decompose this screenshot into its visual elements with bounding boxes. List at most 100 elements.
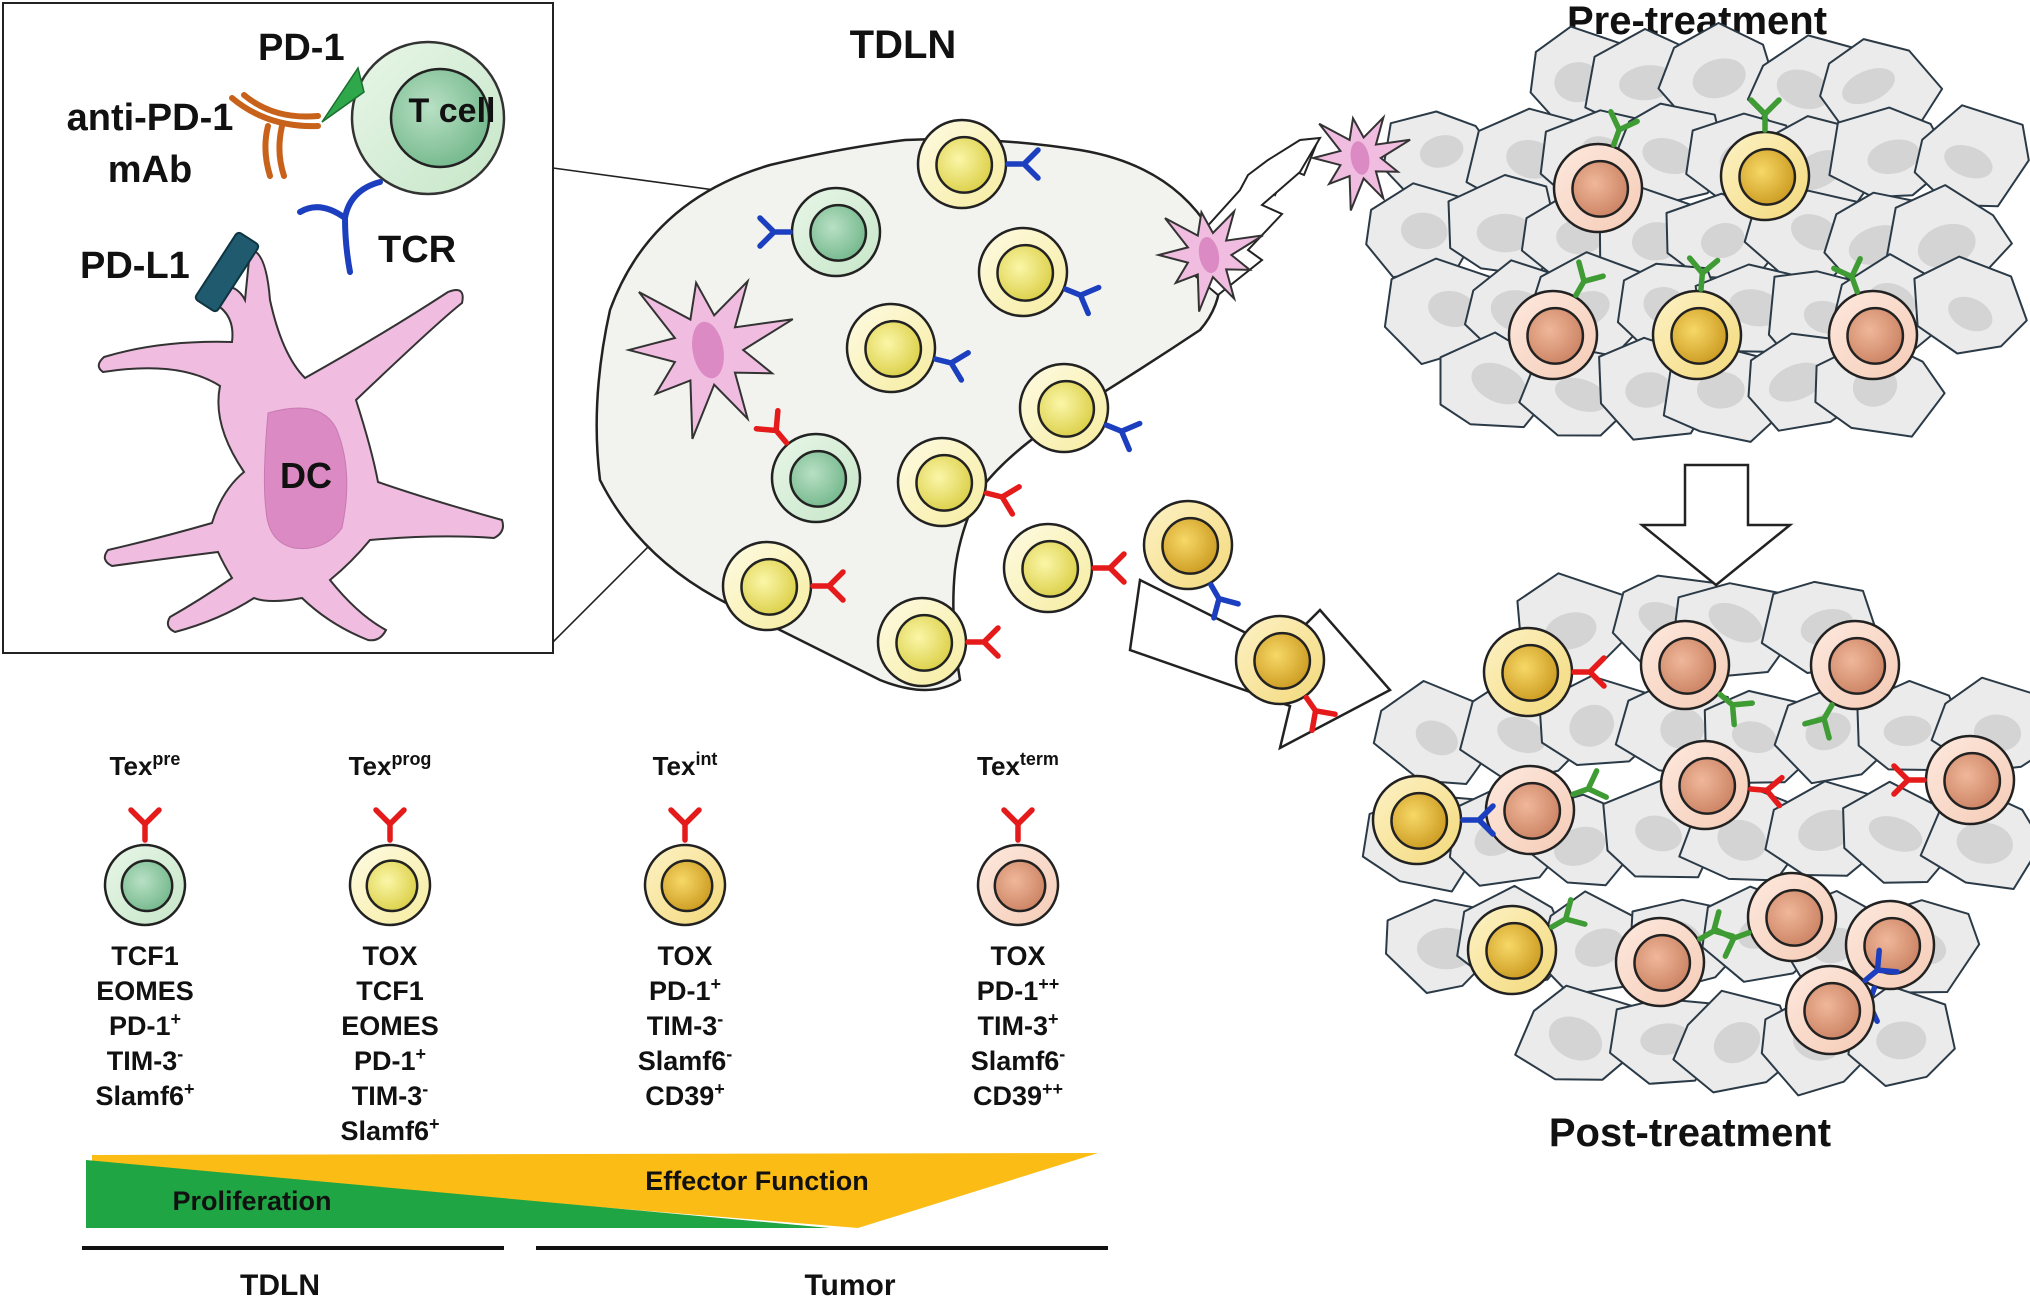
tumor-cell-nucleus	[1419, 135, 1464, 168]
t-cell-label: T cell	[409, 92, 496, 130]
tumor-cell-nucleus	[1555, 377, 1608, 412]
tumor-cell-nucleus	[1842, 68, 1895, 105]
tumor-cell-nucleus	[1471, 362, 1527, 405]
tcr-receptor	[297, 179, 383, 275]
pd1-receptor	[321, 66, 365, 123]
subset-marker: CD39+	[645, 1079, 725, 1111]
tcr-receptor-icon	[1460, 803, 1496, 837]
tumor-cell-nucleus	[1713, 1022, 1761, 1064]
post-treatment-t-cell	[1614, 916, 1706, 1008]
tumor-cell-nucleus	[1868, 816, 1923, 852]
post-treatment-t-cell	[1482, 626, 1574, 718]
tdln-t-cell	[896, 436, 988, 528]
pre-treatment-t-cell	[1507, 289, 1599, 381]
pd1-receptor-icon	[1748, 774, 1785, 809]
tumor-cell-nucleus	[1696, 371, 1745, 409]
pre-treatment-t-cell	[1719, 130, 1811, 222]
pd1-receptor-icon	[753, 408, 790, 446]
tdln-location-label: TDLN	[240, 1269, 320, 1300]
tumor-cell-nucleus	[1401, 212, 1448, 250]
subset-title: Texint	[653, 749, 718, 781]
tumor-cell-nucleus	[1428, 290, 1477, 328]
tdln-t-cell	[721, 540, 813, 632]
subset-marker: PD-1+	[109, 1009, 181, 1041]
subset-cell-icon	[976, 843, 1060, 927]
lymph-node-dendritic-cell	[624, 277, 794, 440]
green-receptor-icon	[1697, 909, 1736, 942]
pd1-receptor-icon	[1091, 551, 1127, 585]
post-treatment-t-cell	[1484, 764, 1576, 856]
proliferation-bar	[86, 1160, 830, 1228]
subset-marker: Slamf6+	[95, 1079, 194, 1111]
pd1-receptor-icon	[1303, 694, 1338, 734]
pre-treatment-t-cell	[1651, 289, 1743, 381]
pd1-label: PD-1	[258, 27, 345, 69]
tumor-cell-nucleus	[1642, 137, 1694, 175]
subset-cell-icon	[348, 843, 432, 927]
tumor-cell-nucleus	[1867, 139, 1920, 175]
pd1-receptor-icon	[1571, 655, 1607, 689]
subset-marker: TCF1	[356, 976, 424, 1006]
tdln-t-cell	[790, 186, 882, 278]
tcr-receptor-icon	[757, 215, 793, 249]
tumor-cell-nucleus	[1798, 809, 1856, 852]
subset-marker: TCF1	[111, 941, 179, 971]
subset-marker: TOX	[362, 941, 417, 971]
tumor-cell-nucleus	[1625, 372, 1672, 408]
proliferation-label: Proliferation	[172, 1186, 331, 1216]
tdln-t-cell	[977, 226, 1069, 318]
subset-legend: TexpreTCF1EOMESPD-1+TIM-3-Slamf6+Texprog…	[95, 749, 1065, 1146]
tumor-cell-nucleus	[1717, 819, 1767, 861]
green-receptor-icon	[1570, 768, 1609, 800]
pd1-receptor-icon	[983, 484, 1022, 517]
pd1-receptor-icon	[1891, 763, 1927, 797]
tcr-receptor-icon	[1103, 420, 1143, 453]
post-treatment-title: Post-treatment	[1549, 1111, 1831, 1155]
tumor-cell-nucleus	[1768, 362, 1825, 402]
tdln-t-cell	[1002, 522, 1094, 614]
subset-title: Texpre	[110, 749, 181, 781]
post-treatment-t-cell	[1784, 964, 1876, 1056]
inset-t-cell-nucleus	[389, 67, 491, 169]
green-receptor-icon	[1608, 109, 1640, 148]
tumor-cell-nucleus	[1944, 145, 1993, 179]
subset-marker: PD-1+	[649, 974, 721, 1006]
green-receptor-icon	[1549, 897, 1588, 930]
subset-marker: TIM-3-	[352, 1079, 429, 1111]
subset-marker: PD-1+	[354, 1044, 426, 1076]
anti-pd1-label-line2: mAb	[108, 149, 192, 191]
post-treatment-t-cell	[1639, 619, 1731, 711]
tumor-cell-nucleus	[1692, 58, 1746, 99]
pd1-receptor-icon	[128, 807, 162, 843]
tumor-cell-nucleus	[1569, 704, 1615, 747]
tumor-cell-nucleus	[1548, 1016, 1603, 1061]
post-treatment-t-cell	[1844, 899, 1936, 991]
migrating-t-cell	[1142, 499, 1234, 591]
subset-marker: TOX	[657, 941, 712, 971]
pd1-receptor-icon	[373, 807, 407, 843]
pd1-receptor-icon	[965, 625, 1001, 659]
tumor-cell-nucleus	[1476, 213, 1534, 253]
subset-marker: EOMES	[96, 976, 194, 1006]
dc-nucleus	[263, 407, 348, 550]
green-receptor-icon	[1748, 97, 1782, 133]
effector-function-label: Effector Function	[645, 1166, 869, 1196]
green-receptor-icon	[1573, 259, 1606, 298]
inset-panel: DC PD-L1 T cell PD-1 anti-PD-1 mAb TCR	[2, 2, 819, 654]
tumor-cell-nucleus	[1660, 708, 1705, 749]
anti-pd1-label-line1: anti-PD-1	[67, 97, 234, 139]
tcr-receptor-icon	[1208, 582, 1241, 621]
effector-function-bar	[92, 1153, 1098, 1228]
tumor-cell-nucleus	[1728, 289, 1782, 327]
location-axis: TDLN Tumor	[82, 1246, 1108, 1300]
pd1-receptor-icon	[1001, 807, 1035, 843]
subset-marker: EOMES	[341, 1011, 439, 1041]
tdln-title: TDLN	[850, 23, 957, 67]
tumor-cell-nucleus	[1708, 602, 1763, 643]
subset-cell-icon	[103, 843, 187, 927]
tdln-t-cell	[916, 118, 1008, 210]
subset-marker: PD-1++	[977, 974, 1060, 1006]
cell-layer	[624, 97, 2016, 1056]
